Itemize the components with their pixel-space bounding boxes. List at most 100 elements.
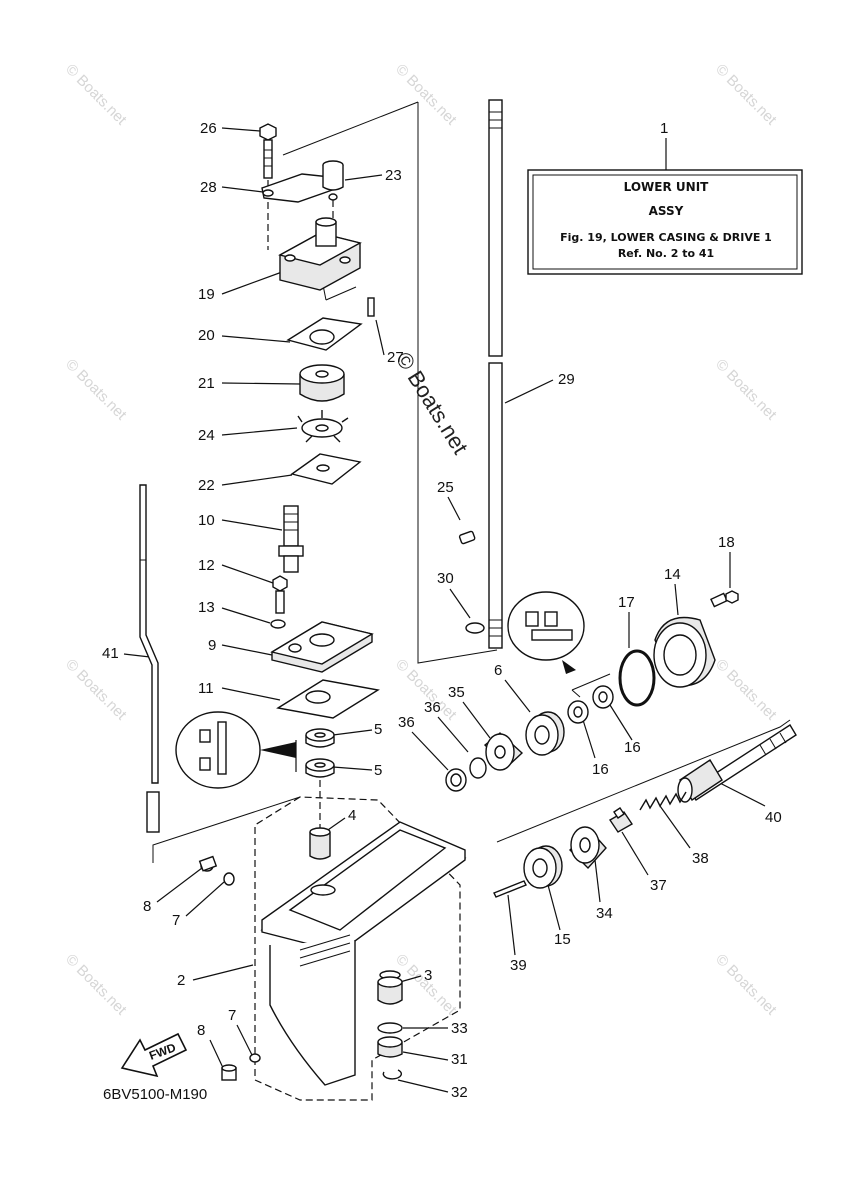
pin-25 (458, 530, 476, 545)
callout-21: 21 (198, 375, 215, 392)
callout-9: 9 (208, 637, 216, 654)
callout-6: 6 (494, 662, 502, 679)
grommet-23 (322, 160, 344, 201)
callout-25: 25 (437, 479, 454, 496)
info-box-figure-ref: Fig. 19, LOWER CASING & DRIVE 1 (560, 231, 772, 244)
callout-15: 15 (554, 931, 571, 948)
callout-7-lower: 7 (228, 1007, 236, 1024)
inset-pointer (562, 660, 576, 674)
watermark: © Boats.net (62, 656, 130, 724)
callout-26: 26 (200, 120, 217, 137)
drive-shaft (488, 99, 503, 649)
impeller-24 (297, 410, 349, 443)
callout-12: 12 (198, 557, 215, 574)
pin-27 (367, 297, 375, 317)
callout-2: 2 (177, 972, 185, 989)
frame-line (571, 673, 611, 691)
drain-screw-8-lower (221, 1064, 237, 1081)
bolt-26 (259, 123, 277, 179)
inset-pointer (260, 742, 296, 758)
propeller-shaft-40 (677, 724, 797, 803)
oil-seal-5-upper (305, 728, 335, 748)
callout-14: 14 (664, 566, 681, 583)
callout-5-upper: 5 (374, 721, 382, 738)
drive-shaft-lower (488, 362, 503, 649)
callout-18: 18 (718, 534, 735, 551)
clip-30 (465, 622, 485, 634)
callout-36-upper: 36 (424, 699, 441, 716)
bearing-housing-14 (653, 616, 716, 688)
insert-cartridge-21 (299, 364, 345, 402)
callout-27: 27 (387, 349, 404, 366)
ball-bearing-6 (525, 711, 565, 756)
callout-36-lower: 36 (398, 714, 415, 731)
callout-31: 31 (451, 1051, 468, 1068)
oil-seal-16-left (567, 700, 589, 724)
watermark: © Boats.net (712, 656, 780, 724)
gear-35 (483, 732, 524, 771)
callout-23: 23 (385, 167, 402, 184)
callout-3: 3 (424, 967, 432, 984)
dog-clutch-37 (609, 807, 633, 833)
callout-28: 28 (200, 179, 217, 196)
shim-36-upper (469, 757, 487, 779)
callout-39: 39 (510, 957, 527, 974)
gasket-7-lower (249, 1053, 261, 1063)
circlip-32 (382, 1069, 403, 1080)
frame-line (325, 286, 357, 301)
info-box-outer (527, 169, 803, 275)
watermark: © Boats.net (712, 61, 780, 129)
callout-16-right: 16 (624, 739, 641, 756)
frame-line (571, 689, 581, 698)
detail-inset-right (507, 591, 585, 674)
callout-40: 40 (765, 809, 782, 826)
washer-33 (377, 1022, 403, 1034)
callout-41: 41 (102, 645, 119, 662)
callout-1: 1 (660, 120, 668, 137)
callout-22: 22 (198, 477, 215, 494)
callout-10: 10 (198, 512, 215, 529)
watermark: © Boats.net (712, 356, 780, 424)
callout-35: 35 (448, 684, 465, 701)
callout-layer: 26 28 23 19 27 20 21 24 22 10 12 13 (102, 120, 782, 1101)
callout-11: 11 (198, 680, 214, 697)
frame-line (152, 796, 301, 863)
water-tube-10 (278, 505, 304, 573)
callout-5-lower: 5 (374, 762, 382, 779)
bushing-4 (309, 827, 331, 860)
callout-7-upper: 7 (172, 912, 180, 929)
frame-line (496, 719, 791, 843)
callout-8-lower: 8 (197, 1022, 205, 1039)
washer-13 (270, 619, 286, 629)
detail-inset-left (175, 711, 297, 789)
oil-seal-16-right (592, 685, 614, 709)
diagram-code: 6BV5100-M190 (103, 1086, 207, 1103)
watermark: © Boats.net (392, 61, 460, 129)
callout-16-left: 16 (592, 761, 609, 778)
drive-shaft-upper (488, 99, 503, 357)
ball-bearing-15 (523, 845, 563, 889)
drain-screw-8-upper (198, 855, 218, 872)
bolt-12 (272, 575, 288, 614)
lower-casing-2 (254, 796, 467, 1101)
frame-line (282, 101, 419, 156)
info-box-subtitle: ASSY (649, 204, 684, 218)
callout-37: 37 (650, 877, 667, 894)
pump-housing-19 (278, 217, 362, 291)
watermark: © Boats.net (712, 951, 780, 1019)
shift-rod-41 (139, 484, 160, 833)
callout-19: 19 (198, 286, 215, 303)
bushing-3 (377, 970, 403, 1005)
frame-line (417, 102, 498, 664)
callout-38: 38 (692, 850, 709, 867)
info-box-inner (532, 174, 798, 270)
callout-34: 34 (596, 905, 613, 922)
pinion-31 (377, 1036, 403, 1058)
gasket-7-upper (223, 872, 235, 886)
info-box: 1 LOWER UNIT ASSY Fig. 19, LOWER CASING … (527, 120, 803, 275)
watermark: © Boats.net (62, 61, 130, 129)
o-ring-17 (618, 649, 656, 707)
callout-33: 33 (451, 1020, 468, 1037)
watermark: © Boats.net (62, 356, 130, 424)
